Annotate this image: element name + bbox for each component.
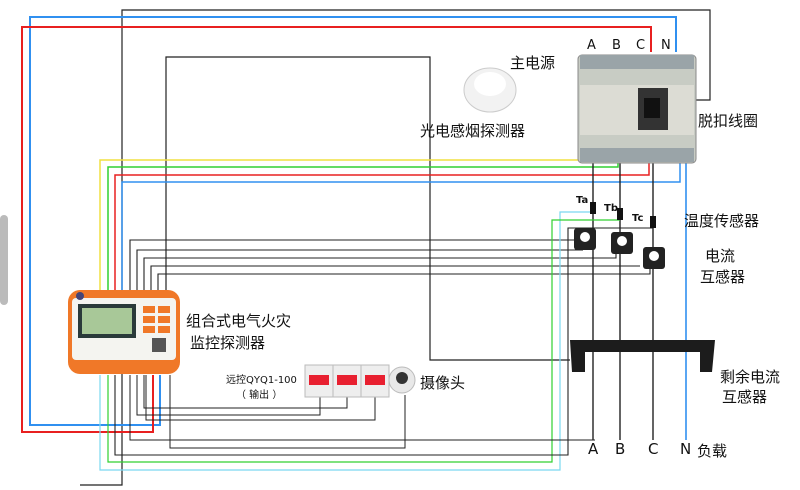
load-terminal-b: B: [615, 440, 626, 458]
main-breaker: [577, 54, 697, 164]
tag-ta: Ta: [576, 195, 589, 206]
main-power-label: 主电源: [510, 54, 556, 72]
wire-phase-c-supply: [21, 26, 652, 433]
camera: [388, 366, 416, 394]
output-breakers: [304, 364, 390, 398]
ct-label-1: 电流: [705, 247, 736, 265]
ct-label-2: 互感器: [700, 268, 746, 286]
wire-neutral-supply: [29, 16, 677, 426]
breaker-terminal-n: N: [661, 38, 671, 53]
tag-tc: Tc: [632, 213, 644, 224]
remote-label-2: （ 输出 ）: [236, 390, 283, 401]
fire-monitoring-detector: [68, 290, 180, 374]
breaker-terminal-c: C: [636, 38, 646, 53]
breaker-terminal-a: A: [587, 38, 596, 53]
load-terminal-n: N: [680, 440, 692, 458]
wire-vc: [114, 155, 650, 290]
temp-sensor-b: [617, 208, 623, 220]
wire-trip: [80, 9, 711, 486]
trip-coil-label: 脱扣线圈: [698, 112, 759, 130]
current-transformers: [574, 228, 665, 269]
device-label-1: 组合式电气火灾: [186, 312, 292, 330]
temp-sensor-a: [590, 202, 596, 214]
tag-tb: Tb: [604, 203, 618, 214]
edge-artifact: [0, 215, 8, 305]
smoke-detector-label: 光电感烟探测器: [420, 122, 526, 140]
smoke-detector: [463, 67, 517, 113]
rct-label-2: 互感器: [722, 388, 768, 406]
camera-label: 摄像头: [420, 374, 466, 392]
remote-label-1: 远控QYQ1-100: [226, 375, 297, 386]
rct-label-1: 剩余电流: [720, 368, 781, 386]
temp-sensor-c: [650, 216, 656, 228]
device-label-2: 监控探测器: [190, 334, 266, 352]
wire-vn: [121, 155, 681, 290]
load-terminal-c: C: [648, 440, 659, 458]
load-terminal-a: A: [588, 440, 599, 458]
load-label: 负载: [697, 442, 728, 460]
wire-rct: [165, 56, 570, 361]
breaker-terminal-b: B: [612, 38, 621, 53]
temp-sensor-label: 温度传感器: [684, 212, 760, 230]
residual-current-transformer: [570, 340, 715, 372]
